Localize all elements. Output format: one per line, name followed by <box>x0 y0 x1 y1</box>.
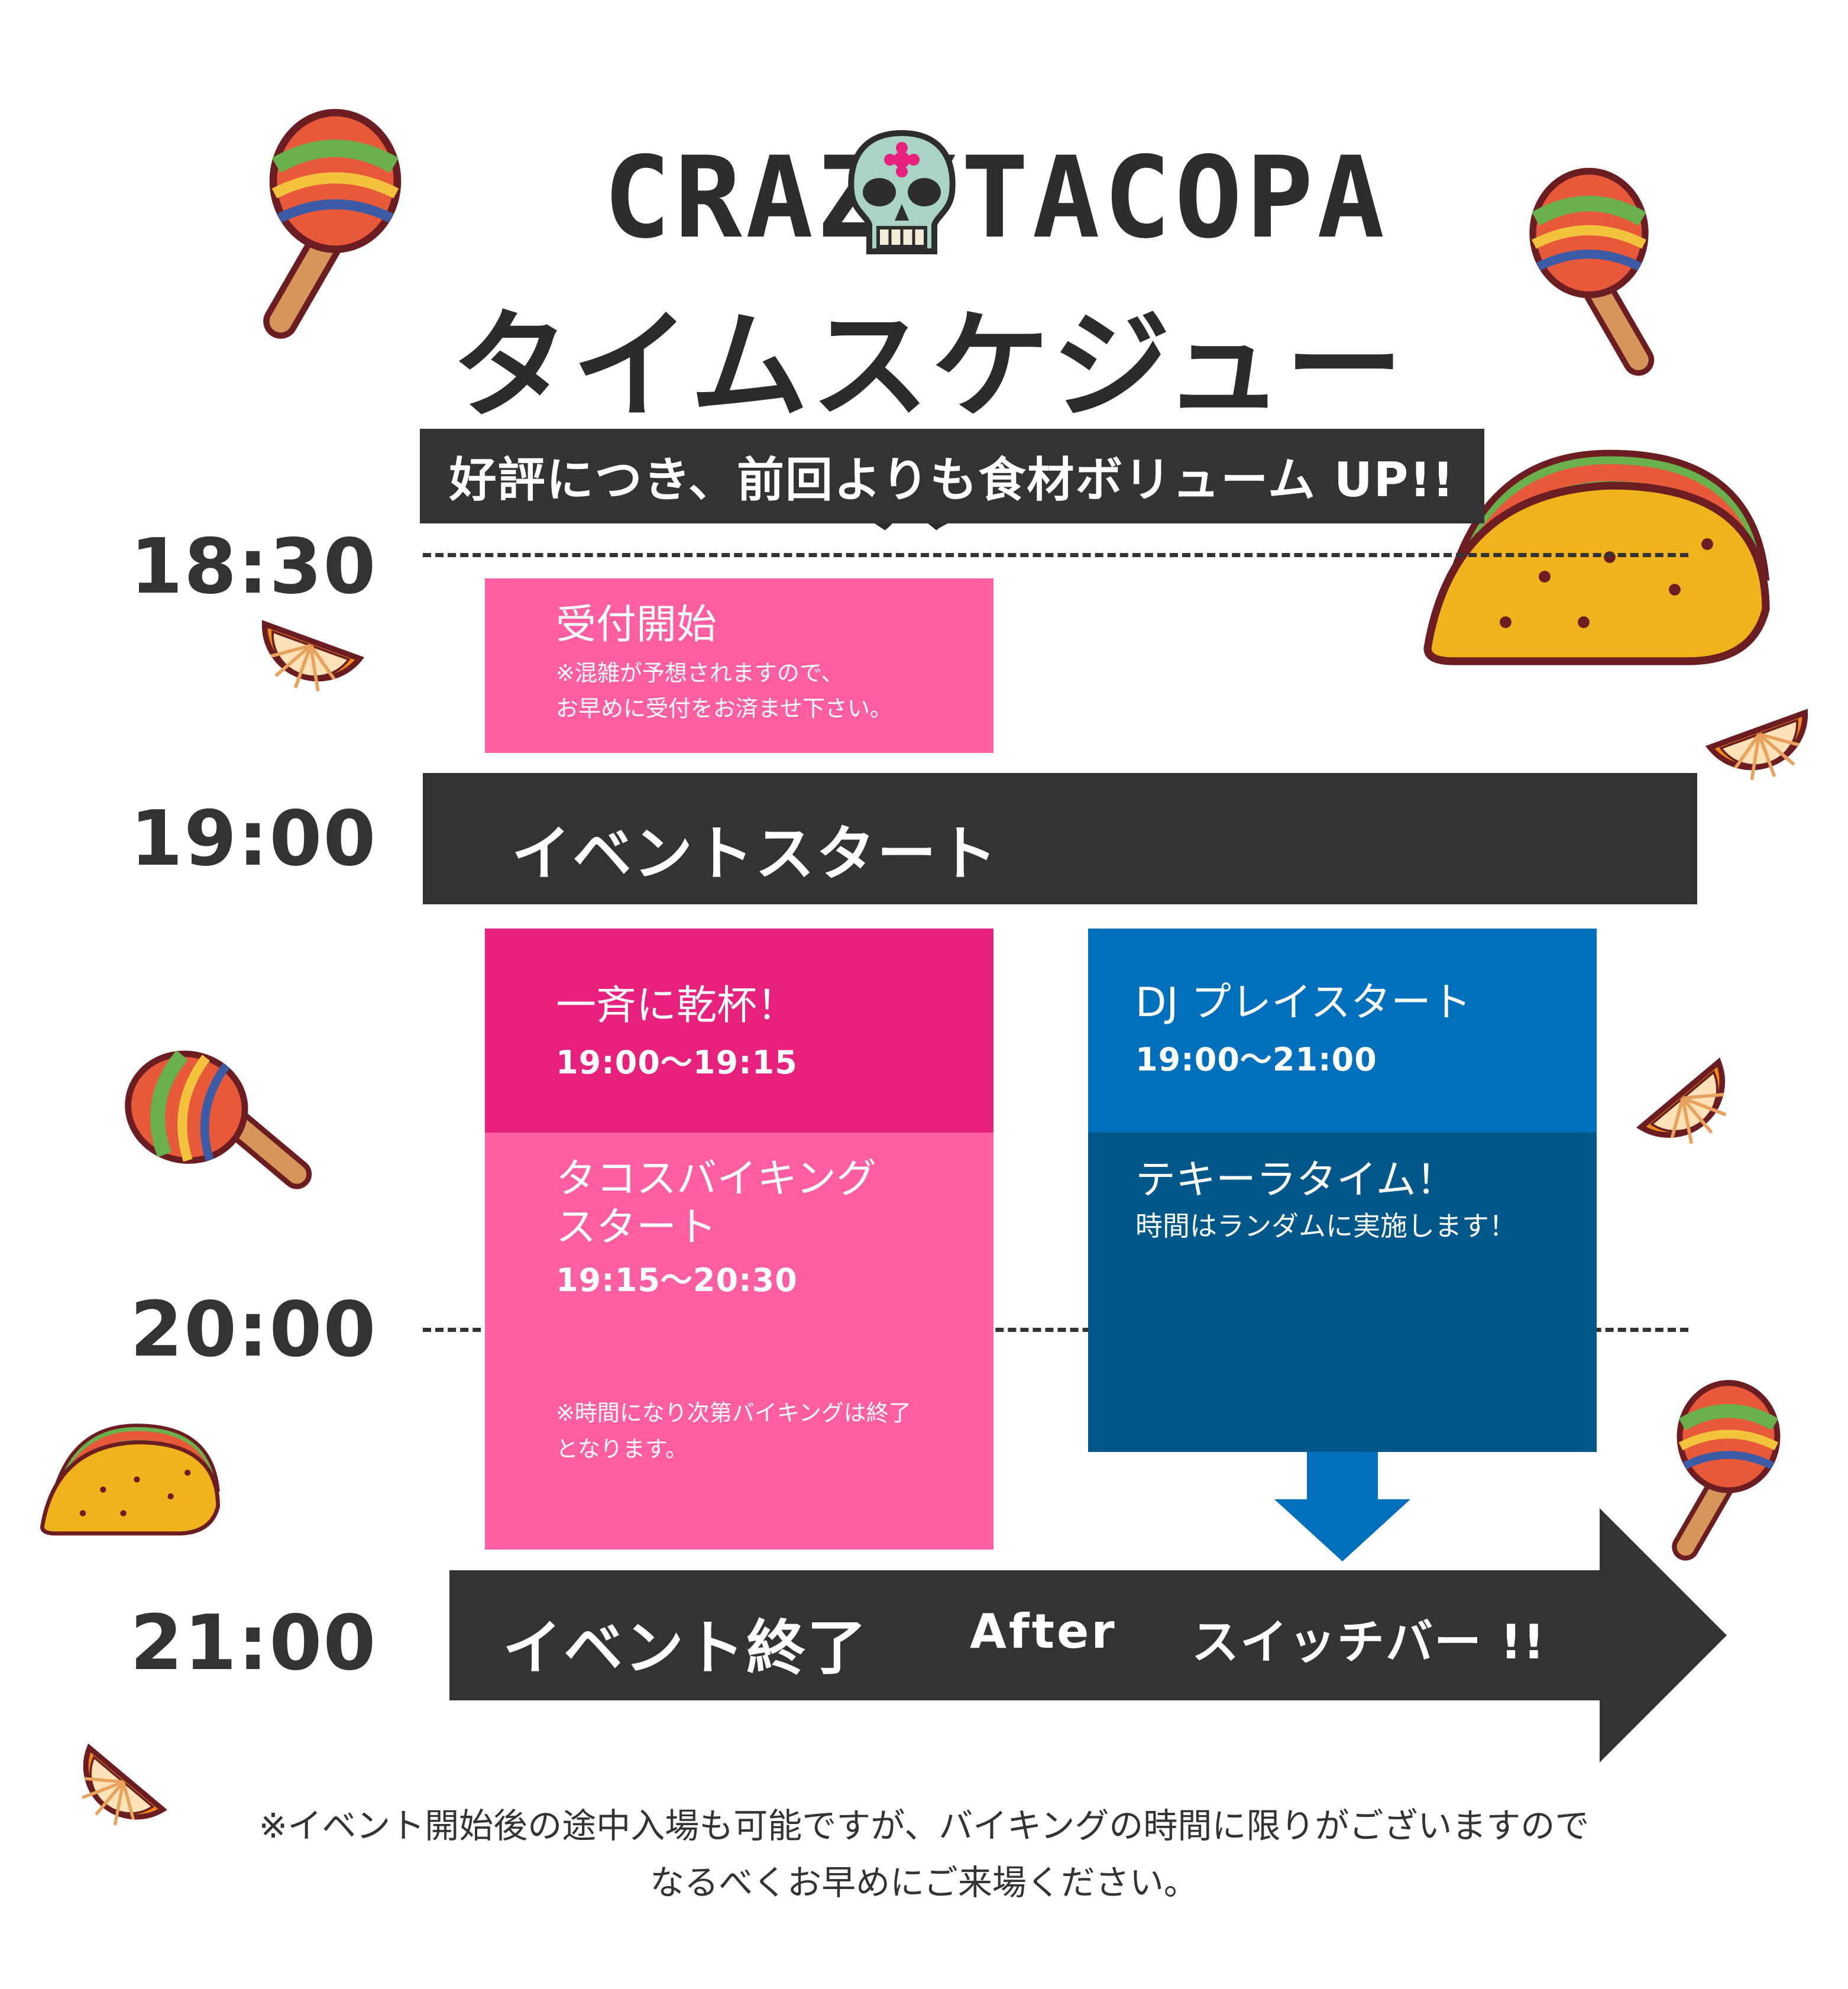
lime-slice-icon <box>1621 1040 1768 1185</box>
event-start-label: イベントスタート <box>512 819 999 888</box>
dj-title: DJ プレイスタート <box>1135 979 1471 1026</box>
viking-title-1: タコスバイキング <box>556 1156 876 1202</box>
lime-slice-icon <box>235 599 373 726</box>
dj-box: DJ プレイスタート 19:00～21:00 <box>1088 929 1597 1133</box>
tequila-title: テキーラタイム！ <box>1135 1157 1457 1204</box>
tequila-box: テキーラタイム！ 時間はランダムに実施します！ <box>1088 1133 1597 1452</box>
footnote-line-2: なるべくお早めにご来場ください。 <box>650 1862 1198 1903</box>
viking-box: タコスバイキング スタート 19:15～20:30 ※時間になり次第バイキングは… <box>485 1133 993 1550</box>
maraca-icon <box>213 106 408 355</box>
toast-title: 一斉に乾杯！ <box>556 982 798 1029</box>
divider-1830 <box>423 553 1688 557</box>
reception-box: 受付開始 ※混雑が予想されますので、 お早めに受付をお済ませ下さい。 <box>485 578 993 753</box>
event-end-label: イベント終了 <box>503 1613 868 1683</box>
reception-note-1: ※混雑が予想されますので、 <box>556 659 844 686</box>
time-2000: 20:00 <box>130 1286 377 1374</box>
time-1830: 18:30 <box>130 523 377 611</box>
event-start-bar: イベントスタート <box>423 773 1697 904</box>
viking-note-1: ※時間になり次第バイキングは終了 <box>556 1400 911 1427</box>
reception-title: 受付開始 <box>556 601 717 648</box>
viking-title-2: スタート <box>556 1204 717 1251</box>
divider-2000 <box>423 1328 1688 1332</box>
event-end-arrow <box>449 1508 1727 1762</box>
logo-right: TACOPA <box>961 132 1389 263</box>
lime-slice-icon <box>1696 687 1834 814</box>
taco-icon <box>35 1402 225 1544</box>
reception-note-2: お早めに受付をお済ませ下さい。 <box>556 696 892 722</box>
after-label: After <box>970 1604 1117 1659</box>
toast-box: 一斉に乾杯！ 19:00～19:15 <box>485 929 993 1133</box>
lime-slice-icon <box>43 1727 182 1864</box>
viking-note-2: となります。 <box>556 1435 688 1462</box>
arrow-down-icon <box>1274 1452 1410 1561</box>
viking-time: 19:15～20:30 <box>556 1262 798 1299</box>
footnote: ※イベント開始後の途中入場も可能ですが、バイキングの時間に限りがございますので … <box>177 1798 1671 1911</box>
dj-time: 19:00～21:00 <box>1135 1040 1377 1078</box>
toast-time: 19:00～19:15 <box>556 1043 798 1081</box>
maraca-icon <box>1514 166 1709 390</box>
footnote-line-1: ※イベント開始後の途中入場も可能ですが、バイキングの時間に限りがございますので <box>258 1806 1590 1846</box>
sugar-skull-icon <box>848 130 956 254</box>
tequila-note: 時間はランダムに実施します！ <box>1135 1209 1516 1242</box>
banner: 好評につき、前回よりも食材ボリューム UP!! <box>420 429 1484 523</box>
switch-bar-label: スイッチバー !! <box>1192 1615 1546 1670</box>
maraca-icon <box>101 1012 348 1259</box>
time-2100: 21:00 <box>130 1599 377 1687</box>
time-1900: 19:00 <box>130 795 377 883</box>
